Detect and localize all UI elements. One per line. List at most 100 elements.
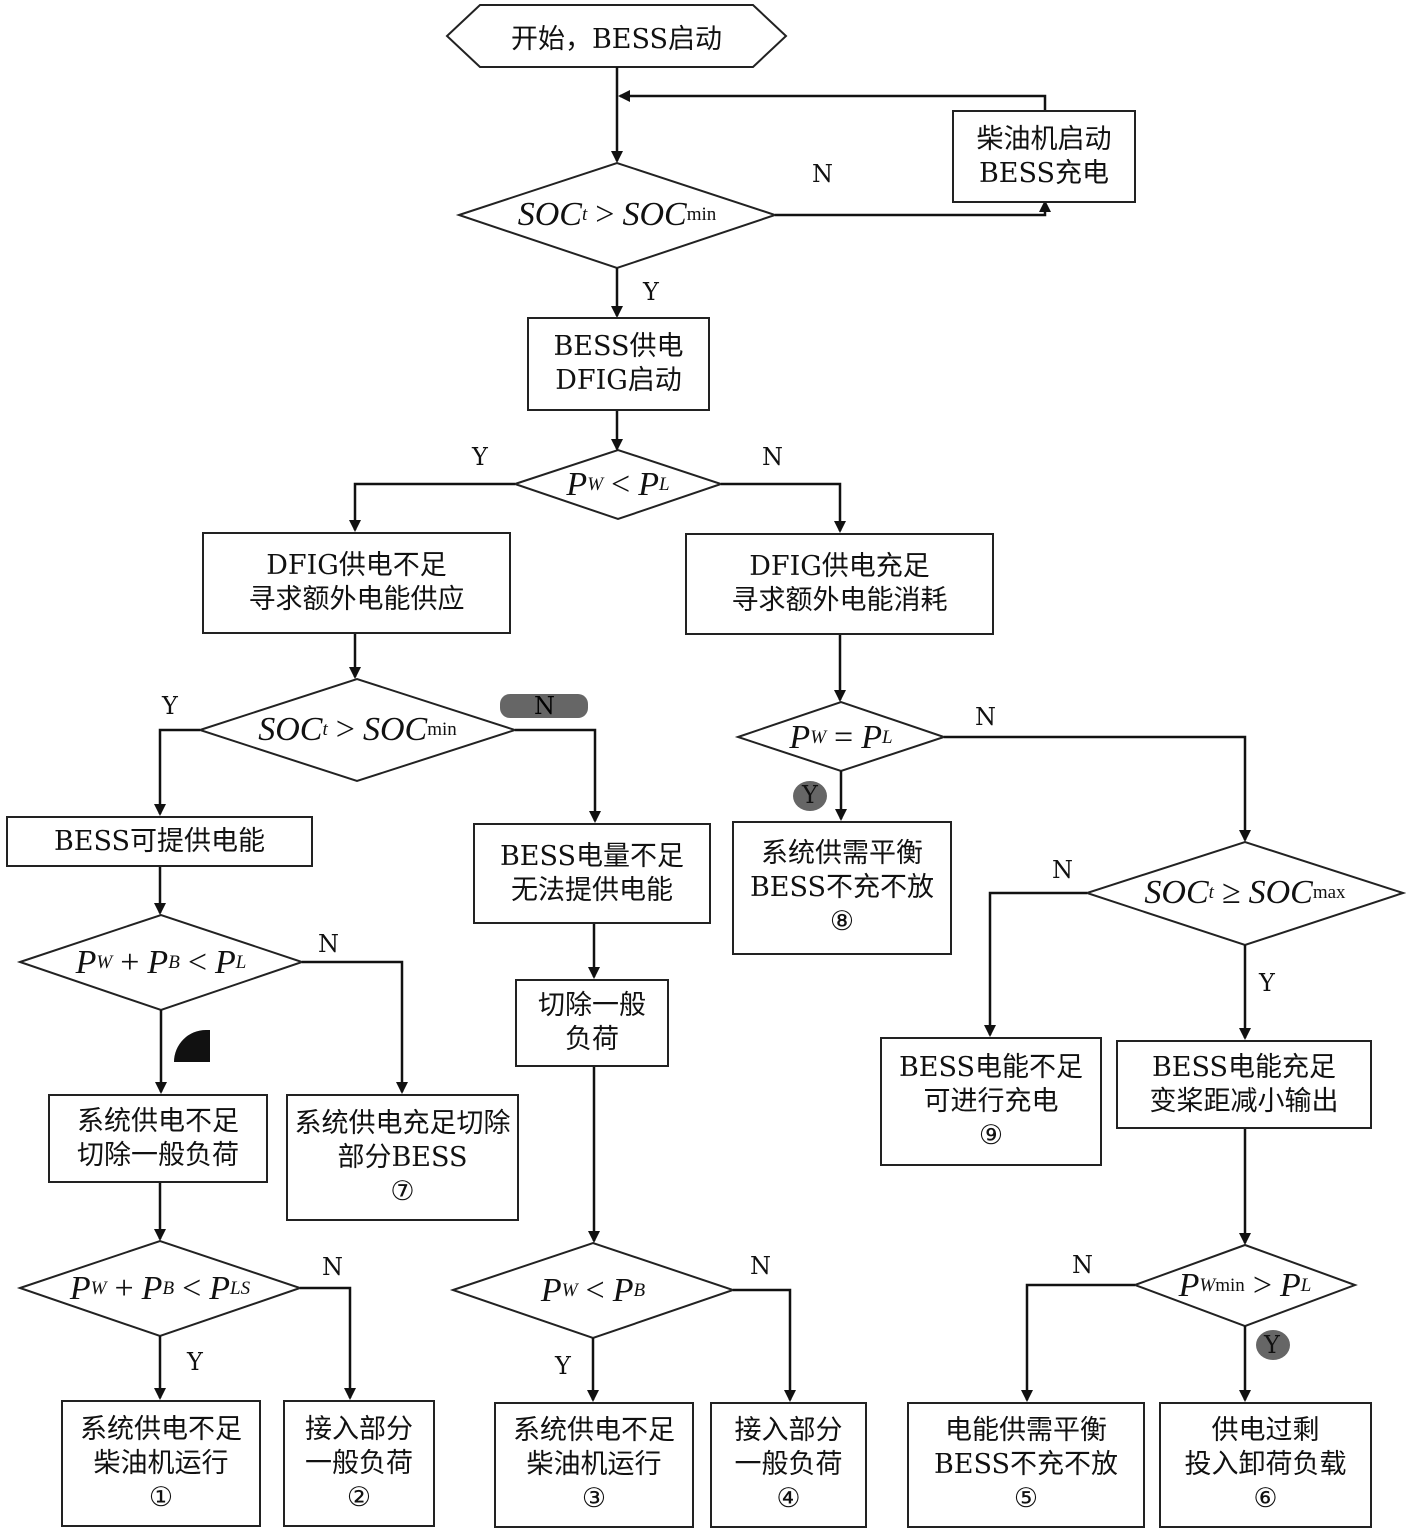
start-label: 开始，BESS启动 xyxy=(510,23,723,55)
box-text-line: 一般负荷 xyxy=(734,1449,843,1480)
formula-variable: P xyxy=(638,466,659,503)
outcome-number: ⑦ xyxy=(390,1175,415,1207)
formula-subscript: B xyxy=(633,1280,646,1301)
box-text-line: 供电过剩 xyxy=(1211,1415,1320,1446)
start-terminal xyxy=(445,4,788,68)
formula-subscript: W xyxy=(90,1278,107,1299)
formula-variable: SOC xyxy=(517,196,582,233)
formula-operator: < xyxy=(585,1272,605,1309)
formula-subscript: W xyxy=(96,952,113,973)
box-text-line: 切除一般 xyxy=(538,990,646,1021)
box-text-line: 接入部分 xyxy=(305,1413,413,1445)
outcome-number: ④ xyxy=(776,1483,801,1514)
box-text-line: BESS电能充足 xyxy=(1151,1051,1337,1083)
box-text-line: 系统供电不足 xyxy=(77,1105,239,1137)
formula-operator: > xyxy=(595,196,615,233)
formula-subscript: t xyxy=(1208,882,1214,903)
formula-subscript: W xyxy=(561,1280,578,1301)
artifact-blob xyxy=(1256,1330,1290,1360)
no-label: N xyxy=(750,1252,771,1280)
box-dfig-short: DFIG供电不足寻求额外电能供应 xyxy=(202,532,511,634)
formula-subscript: min xyxy=(427,719,457,740)
formula-subscript: W xyxy=(810,727,827,748)
formula-variable: SOC xyxy=(258,711,323,748)
outcome-number: ② xyxy=(346,1481,372,1513)
box-text-line: 系统供电不足 xyxy=(80,1413,242,1445)
box-text-line: 负荷 xyxy=(565,1024,619,1055)
formula-subscript: L xyxy=(659,474,670,495)
box-text-line: BESS不充不放 xyxy=(749,872,935,903)
formula-operator: > xyxy=(1252,1267,1272,1304)
yes-label: Y xyxy=(643,278,659,306)
decision-8-shape xyxy=(1083,840,1406,947)
yes-label: Y xyxy=(187,1348,203,1376)
formula-subscript: t xyxy=(322,719,328,740)
box-bess-can-supply: BESS可提供电能 xyxy=(6,816,313,867)
formula-subscript: L xyxy=(235,952,247,973)
box-text-line: 系统供电充足切除 xyxy=(294,1107,511,1139)
yes-label: Y xyxy=(162,692,178,720)
box-text-line: 寻求额外电能消耗 xyxy=(731,585,948,616)
box-text-line: 系统供需平衡 xyxy=(761,838,923,869)
formula-subscript: t xyxy=(581,204,588,225)
box-text-line: 系统供电不足 xyxy=(513,1415,675,1446)
no-label: N xyxy=(318,930,339,958)
formula-variable: P xyxy=(789,719,811,756)
formula-operator: = xyxy=(834,719,854,756)
box-text-line: 柴油机启动 xyxy=(976,123,1112,155)
formula-variable: P xyxy=(1178,1267,1200,1304)
yes-label: Y xyxy=(802,781,818,809)
decision-9-shape xyxy=(1132,1243,1358,1328)
no-label: N xyxy=(975,703,996,731)
formula-subscript: B xyxy=(168,952,180,973)
box-text-line: 无法提供电能 xyxy=(511,874,673,906)
box-text-line: 切除一般负荷 xyxy=(77,1139,239,1171)
outcome-number: ① xyxy=(148,1481,174,1513)
formula-operator: + xyxy=(120,944,140,981)
formula-variable: P xyxy=(1280,1267,1301,1304)
formula-subscript: min xyxy=(686,204,717,225)
box-text-line: DFIG供电充足 xyxy=(749,551,930,582)
box-text-line: 电能供需平衡 xyxy=(945,1415,1107,1446)
box-bess-low: BESS电量不足无法提供电能 xyxy=(473,823,711,924)
formula-variable: P xyxy=(215,944,236,981)
formula-subscript: LS xyxy=(230,1278,251,1299)
formula-variable: P xyxy=(540,1272,562,1309)
outcome-number: ③ xyxy=(581,1483,607,1514)
formula-subscript: min xyxy=(1215,1275,1245,1296)
box-dfig-enough: DFIG供电充足寻求额外电能消耗 xyxy=(685,533,994,635)
formula-subscript: max xyxy=(1312,882,1346,903)
outcome-number: ⑥ xyxy=(1253,1483,1278,1514)
box-text-line: DFIG启动 xyxy=(555,365,682,396)
formula-operator: < xyxy=(187,944,207,981)
formula-subscript: L xyxy=(882,727,893,748)
formula-subscript: W xyxy=(1199,1275,1216,1296)
no-label: N xyxy=(762,443,783,471)
formula-variable: P xyxy=(75,944,97,981)
box-text-line: DFIG供电不足 xyxy=(266,550,447,581)
box-text-line: 投入卸荷负载 xyxy=(1184,1449,1347,1480)
formula-variable: P xyxy=(566,466,588,503)
box-text-line: BESS不充不放 xyxy=(933,1449,1119,1480)
formula-variable: P xyxy=(209,1270,231,1307)
formula-variable: SOC xyxy=(1144,874,1209,911)
box-text-line: BESS可提供电能 xyxy=(53,825,266,857)
